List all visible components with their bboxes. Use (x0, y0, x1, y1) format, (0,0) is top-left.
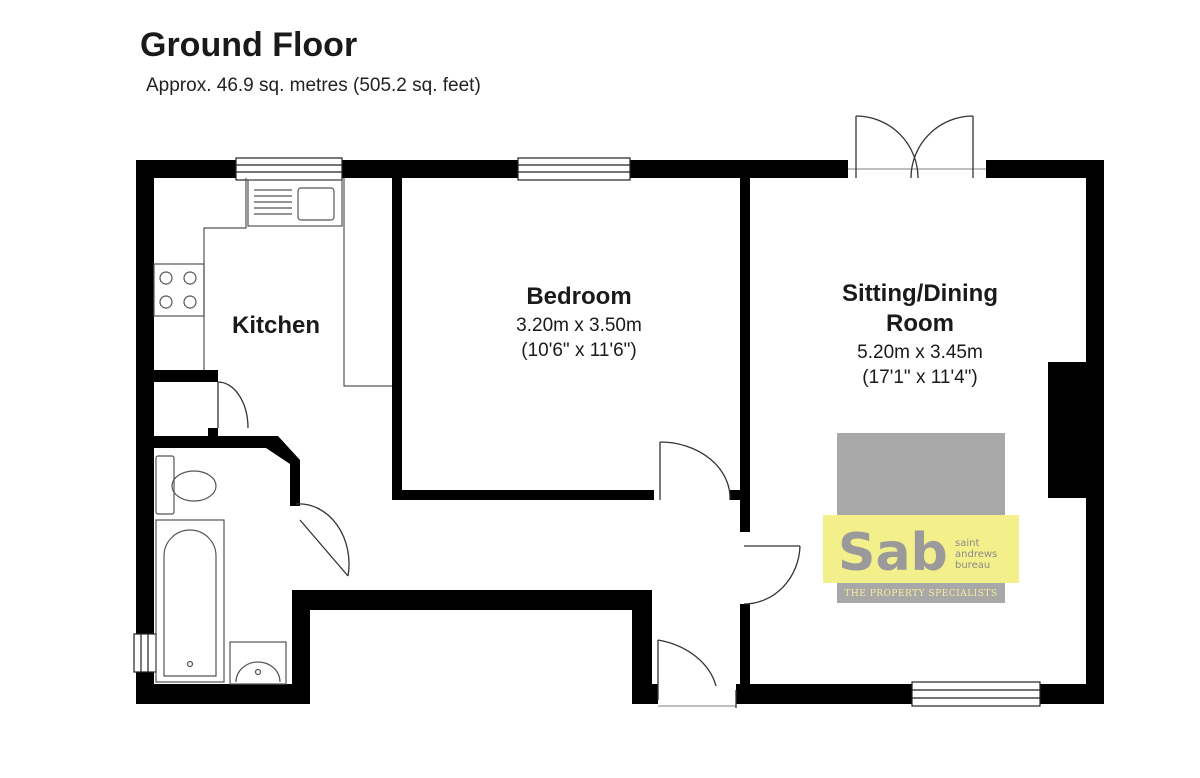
wall-bedroom-bottom-right (730, 490, 742, 500)
basin (229, 641, 287, 685)
wall-left (136, 160, 154, 634)
logo-mark: Sab (838, 523, 948, 583)
sitting-dims-imperial: (17'1" x 11'4") (862, 367, 977, 388)
bedroom-name: Bedroom (526, 283, 631, 310)
room-labels: Kitchen Bedroom 3.20m x 3.50m (10'6" x 1… (232, 280, 998, 388)
wall-corridor-bottom (292, 590, 652, 610)
logo-strapline: THE PROPERTY SPECIALISTS (844, 589, 997, 599)
door-bedroom (659, 441, 731, 501)
wall-bottom-right (1040, 684, 1104, 704)
door-bathroom (295, 503, 350, 577)
wall-top-left (136, 160, 236, 178)
window-bathroom (133, 633, 157, 673)
wall-entry-bottom-left (632, 684, 658, 704)
french-doors (848, 115, 986, 179)
door-cupboard (217, 381, 249, 429)
kitchen-name: Kitchen (232, 312, 320, 339)
fixtures (153, 178, 392, 685)
wall-bottom-bath (136, 684, 310, 704)
wall-top-right (630, 160, 848, 178)
wall-cupboard-side (208, 370, 218, 382)
logo-line3: bureau (955, 560, 990, 571)
wall-cupboard-side-lower (208, 428, 218, 438)
wall-bedroom-left (392, 178, 402, 498)
walls (136, 160, 1104, 704)
wall-entry-bottom-right (736, 684, 912, 704)
floor-area: Approx. 46.9 sq. metres (505.2 sq. feet) (146, 75, 481, 96)
wall-cupboard-top (154, 370, 218, 382)
logo-line2: andrews (955, 549, 997, 560)
wall-bath-angle (262, 436, 300, 506)
bedroom-dims-imperial: (10'6" x 11'6") (521, 340, 636, 361)
kitchen-counter-right (343, 178, 392, 387)
bedroom-dims-metric: 3.20m x 3.50m (516, 315, 642, 336)
kitchen-worktop (203, 178, 247, 370)
wall-top-mid (342, 160, 518, 178)
doors (217, 115, 986, 708)
kitchen-sink (247, 179, 343, 227)
wall-corridor-step (292, 590, 310, 704)
wall-bath-top (154, 436, 274, 448)
wall-sitting-left-lower (740, 604, 750, 704)
window-kitchen (235, 157, 343, 181)
agent-logo-watermark: Sab saint andrews bureau THE PROPERTY SP… (823, 433, 1019, 603)
windows (133, 157, 1041, 707)
sitting-dims-metric: 5.20m x 3.45m (857, 342, 983, 363)
wall-sitting-left (740, 178, 750, 532)
window-sitting-bottom (911, 681, 1041, 707)
door-sitting (743, 545, 801, 605)
window-bedroom (517, 157, 631, 181)
logo-yellow-band (823, 515, 1019, 583)
fireplace (1048, 362, 1088, 498)
bath (155, 519, 225, 683)
wall-entry-left (632, 590, 652, 704)
door-front (657, 639, 737, 708)
sitting-name-line1: Sitting/Dining (842, 280, 998, 307)
kitchen-hob (153, 263, 205, 317)
sitting-name-line2: Room (886, 310, 954, 337)
logo-line1: saint (955, 538, 979, 549)
floor-title: Ground Floor (140, 26, 358, 64)
wall-bedroom-bottom (392, 490, 654, 500)
wall-top-far-right (986, 160, 1104, 178)
wall-right (1086, 160, 1104, 704)
toilet (155, 455, 217, 515)
